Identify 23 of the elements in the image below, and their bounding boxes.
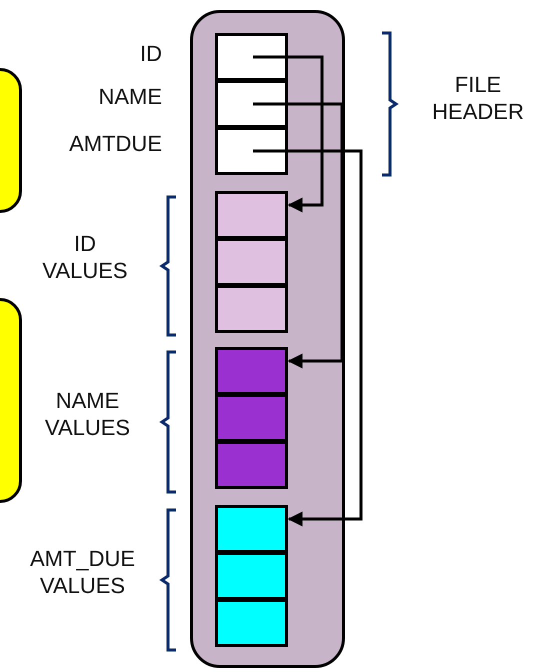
group-label: AMT_DUE VALUES	[28, 545, 136, 599]
file-container	[190, 10, 345, 668]
value-cell	[215, 599, 288, 647]
arrow	[253, 102, 344, 368]
value-cell	[215, 191, 288, 239]
field-label: ID	[139, 40, 162, 67]
arrow	[253, 150, 362, 526]
field-label: AMTDUE	[68, 130, 162, 157]
value-cell	[215, 552, 288, 600]
value-cell	[215, 347, 288, 395]
value-cell	[215, 441, 288, 489]
value-cell	[215, 505, 288, 553]
field-label: NAME	[97, 83, 162, 110]
header-cell	[215, 127, 288, 175]
value-cell	[215, 285, 288, 333]
group-label: NAME VALUES	[44, 387, 132, 441]
value-cell	[215, 394, 288, 442]
arrow	[253, 56, 324, 212]
header-cell	[215, 80, 288, 128]
header-cell	[215, 33, 288, 81]
value-cell	[215, 238, 288, 286]
group-label: ID VALUES	[41, 230, 129, 284]
group-label: FILE HEADER	[431, 71, 525, 125]
